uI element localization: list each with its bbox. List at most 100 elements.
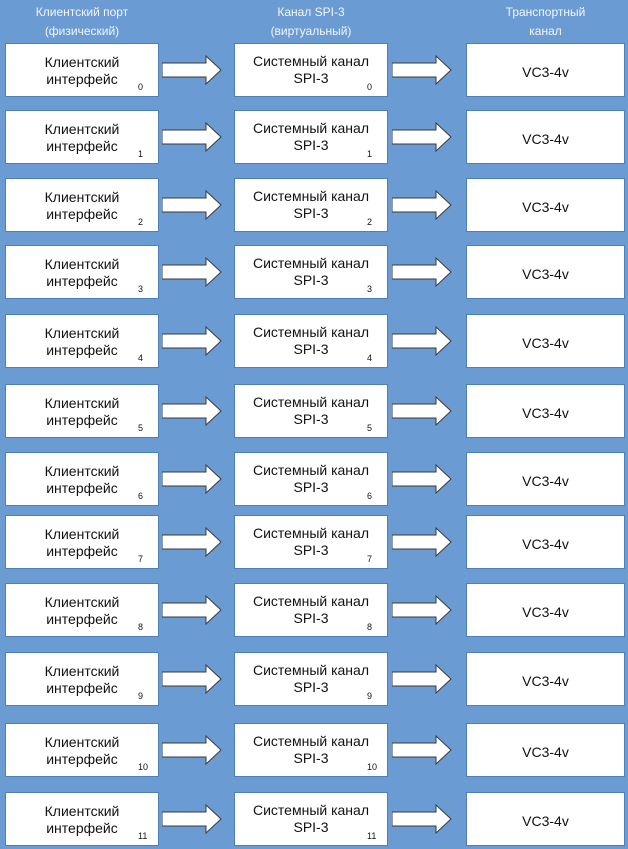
client-interface-line1: Клиентский	[44, 54, 120, 70]
client-interface-index: 1	[138, 149, 144, 159]
header-client-port-line2: (физический)	[44, 24, 120, 38]
transport-channel-box: VC3-4v	[466, 245, 625, 299]
arrow-right-icon	[161, 594, 222, 626]
system-channel-index: 11	[367, 831, 377, 841]
arrow-right-icon	[391, 325, 452, 357]
client-interface-index: 4	[138, 353, 144, 363]
system-channel-index: 10	[367, 762, 378, 772]
system-channel-line2: SPI-3	[293, 411, 329, 427]
arrow-right-icon	[161, 325, 222, 357]
system-channel-index: 2	[367, 217, 373, 227]
arrow-right-icon	[161, 54, 222, 86]
system-channel-line2: SPI-3	[293, 70, 329, 86]
arrow-right-icon	[391, 526, 452, 558]
client-interface-line2: интерфейс	[46, 751, 118, 767]
system-channel-index: 4	[367, 353, 373, 363]
system-channel-index: 0	[367, 82, 373, 92]
system-channel-index: 1	[367, 149, 373, 159]
client-interface-line1: Клиентский	[44, 395, 120, 411]
header-spi3-channel-line2: (виртуальный)	[270, 24, 352, 38]
arrow-right-icon	[161, 526, 222, 558]
client-interface-index: 9	[138, 691, 144, 701]
system-channel-line2: SPI-3	[293, 819, 329, 835]
transport-channel-label: VC3-4v	[522, 266, 569, 282]
header-transport-channel-line1: Транспортный	[505, 5, 586, 19]
arrow-right-icon	[161, 463, 222, 495]
client-interface-line1: Клиентский	[44, 189, 120, 205]
arrow-right-icon	[161, 256, 222, 288]
system-channel-line1: Системный канал	[252, 662, 369, 678]
client-interface-index: 10	[138, 762, 149, 772]
system-channel-line2: SPI-3	[293, 272, 329, 288]
system-channel-line1: Системный канал	[252, 255, 369, 271]
client-interface-line2: интерфейс	[46, 138, 118, 154]
system-channel-line2: SPI-3	[293, 479, 329, 495]
client-interface-line1: Клиентский	[44, 325, 120, 341]
transport-channel-label: VC3-4v	[522, 473, 569, 489]
system-channel-line1: Системный канал	[252, 120, 369, 136]
header-client-port-line1: Клиентский порт	[35, 5, 129, 19]
client-interface-index: 0	[138, 82, 144, 92]
system-channel-line1: Системный канал	[252, 462, 369, 478]
transport-channel-label: VC3-4v	[522, 405, 569, 421]
client-interface-line2: интерфейс	[46, 543, 118, 559]
system-channel-line1: Системный канал	[252, 525, 369, 541]
transport-channel-box: VC3-4v	[466, 723, 625, 777]
arrow-right-icon	[161, 395, 222, 427]
header-spi3-channel-line1: Канал SPI-3	[277, 5, 345, 19]
client-interface-line2: интерфейс	[46, 412, 118, 428]
transport-channel-label: VC3-4v	[522, 131, 569, 147]
arrow-right-icon	[391, 395, 452, 427]
arrow-right-icon	[391, 734, 452, 766]
header-transport-channel: Транспортный канал	[466, 3, 625, 41]
client-interface-index: 7	[138, 554, 144, 564]
system-channel-line1: Системный канал	[252, 802, 369, 818]
arrow-right-icon	[161, 734, 222, 766]
client-interface-line2: интерфейс	[46, 342, 118, 358]
client-interface-index: 5	[138, 423, 144, 433]
system-channel-index: 8	[367, 622, 373, 632]
client-interface-line2: интерфейс	[46, 273, 118, 289]
transport-channel-label: VC3-4v	[522, 813, 569, 829]
transport-channel-box: VC3-4v	[466, 452, 625, 506]
system-channel-index: 7	[367, 554, 373, 564]
system-channel-line2: SPI-3	[293, 137, 329, 153]
client-interface-line1: Клиентский	[44, 463, 120, 479]
transport-channel-label: VC3-4v	[522, 604, 569, 620]
client-interface-line1: Клиентский	[44, 256, 120, 272]
transport-channel-box: VC3-4v	[466, 515, 625, 569]
